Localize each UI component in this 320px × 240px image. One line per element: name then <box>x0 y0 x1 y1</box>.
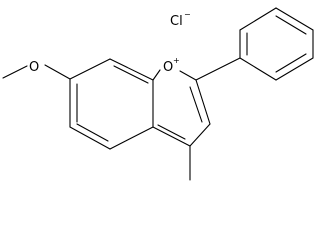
benzo-bond-c7-c8 <box>69 58 111 80</box>
phenyl-bond-5-inner <box>275 53 307 73</box>
pyrylium-bond-c2-c3-inner <box>189 86 203 123</box>
ring-oxygen-symbol: O <box>163 60 173 75</box>
phenyl-bond-2 <box>239 7 277 31</box>
chloride-symbol: Cl <box>170 14 183 29</box>
ring-oxygen-charge: + <box>173 56 180 65</box>
pyrylium-bond-c2-c3 <box>195 79 211 125</box>
oxygen-to-ring-bond <box>44 64 71 80</box>
benzo-bond-c8-c8a-inner <box>113 65 149 84</box>
methoxy-oxygen-symbol: O <box>29 60 39 75</box>
ring-oxygen-atom: O + <box>163 56 180 75</box>
phenyl-bond-3-inner <box>275 15 307 35</box>
pyrylium-bond-c4-c4a <box>152 126 191 147</box>
bond-lines <box>2 7 314 181</box>
pyrylium-bond-o-c2 <box>179 70 197 81</box>
pyrylium-bond-c4-c4a-inner <box>157 124 186 140</box>
phenyl-bond-5 <box>275 57 314 81</box>
methyl-to-oxygen-bond <box>2 65 28 79</box>
phenyl-bond-6 <box>239 57 277 81</box>
benzo-bond-c5-c6 <box>69 126 111 150</box>
chloride-charge: − <box>184 10 191 19</box>
benzo-bond-c4a-c5 <box>109 126 154 150</box>
phenyl-attachment-bond <box>195 57 241 81</box>
chloride-counter-ion: Cl − <box>170 10 191 29</box>
pyrylium-bond-c3-c4 <box>189 123 211 147</box>
pyrylium-bond-c8a-o <box>152 69 161 81</box>
phenyl-bond-3 <box>275 7 314 31</box>
benzo-bond-c8-c8a <box>109 58 154 81</box>
chemical-structure-diagram: Cl − O + O <box>2 7 314 181</box>
benzo-bond-c5-c6-inner <box>76 123 109 142</box>
methoxy-oxygen-atom: O <box>29 60 39 75</box>
